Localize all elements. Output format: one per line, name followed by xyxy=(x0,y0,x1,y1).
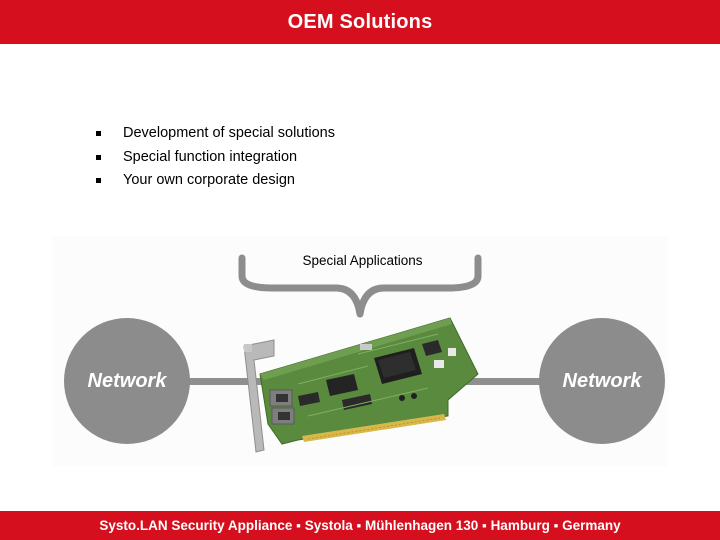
square-bullet-icon xyxy=(96,131,101,136)
bullet-text: Your own corporate design xyxy=(123,172,295,188)
bullet-list: Development of special solutions Special… xyxy=(96,122,335,193)
right-network-label: Network xyxy=(562,369,642,392)
left-network-label: Network xyxy=(87,369,167,392)
square-bullet-icon xyxy=(96,178,101,183)
special-applications-label: Special Applications xyxy=(302,253,423,268)
pci-network-card-image xyxy=(243,317,479,453)
bullet-text: Special function integration xyxy=(123,148,298,165)
title-bar: OEM Solutions xyxy=(0,0,720,44)
right-network-node: Network xyxy=(539,318,665,444)
bullet-text: Development of special solutions xyxy=(123,125,335,141)
slide-title: OEM Solutions xyxy=(287,10,433,33)
square-bullet-icon xyxy=(96,154,101,160)
footer-text: Systo.LAN Security Appliance ▪ Systola ▪… xyxy=(99,518,621,533)
curly-brace-icon xyxy=(238,254,482,318)
bullet-item: Your own corporate design xyxy=(96,169,335,193)
bullet-item: Development of special solutions xyxy=(96,122,335,146)
right-connector-line xyxy=(437,378,607,385)
footer-bar: Systo.LAN Security Appliance ▪ Systola ▪… xyxy=(0,511,720,540)
bullet-item: Special function integration xyxy=(96,146,335,170)
left-connector-line xyxy=(122,378,312,385)
left-network-node: Network xyxy=(64,318,190,444)
